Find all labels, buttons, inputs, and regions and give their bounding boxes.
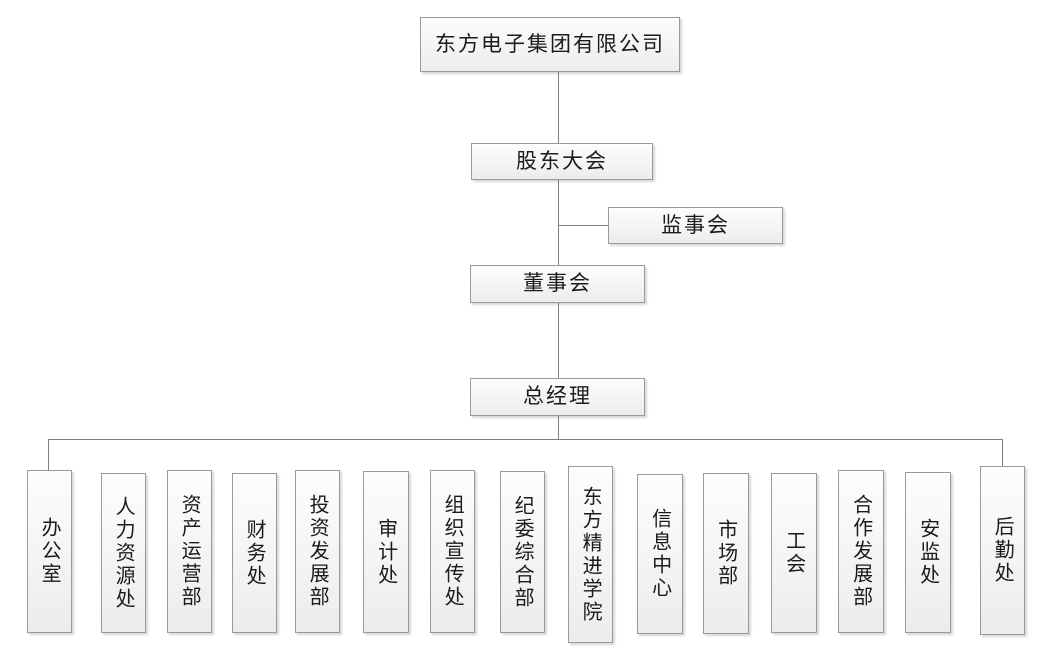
department-box-5[interactable]: 审计处 xyxy=(363,471,409,633)
department-box-3[interactable]: 财务处 xyxy=(232,473,277,633)
node-supervisors-label: 监事会 xyxy=(661,212,730,237)
node-directors[interactable]: 董事会 xyxy=(470,265,645,303)
connector-shareholders-to-directors xyxy=(558,180,559,265)
node-shareholders-label: 股东大会 xyxy=(516,148,608,173)
department-label: 资产运营部 xyxy=(178,494,203,609)
department-label: 投资发展部 xyxy=(306,494,331,609)
department-box-7[interactable]: 纪委综合部 xyxy=(500,471,545,633)
department-box-1[interactable]: 人力资源处 xyxy=(101,473,146,633)
node-company[interactable]: 东方电子集团有限公司 xyxy=(420,17,680,72)
node-general-manager[interactable]: 总经理 xyxy=(470,378,645,416)
node-shareholders[interactable]: 股东大会 xyxy=(471,143,653,180)
department-box-9[interactable]: 信息中心 xyxy=(637,474,683,634)
department-box-11[interactable]: 工会 xyxy=(771,473,817,633)
department-box-10[interactable]: 市场部 xyxy=(703,473,749,634)
department-label: 信息中心 xyxy=(648,508,673,600)
department-label: 市场部 xyxy=(714,519,739,588)
node-general-manager-label: 总经理 xyxy=(523,384,592,409)
department-box-2[interactable]: 资产运营部 xyxy=(167,470,212,633)
connector-bus-drop-right xyxy=(1002,439,1003,466)
department-box-14[interactable]: 后勤处 xyxy=(980,466,1025,635)
connector-manager-to-bus xyxy=(558,416,559,439)
department-label: 财务处 xyxy=(243,518,268,588)
department-box-4[interactable]: 投资发展部 xyxy=(295,470,340,633)
connector-directors-to-manager xyxy=(558,303,559,378)
connector-company-to-shareholders xyxy=(558,72,559,143)
department-label: 办公室 xyxy=(38,517,63,586)
department-box-12[interactable]: 合作发展部 xyxy=(838,470,884,633)
department-box-0[interactable]: 办公室 xyxy=(27,470,72,633)
department-box-8[interactable]: 东方精进学院 xyxy=(568,466,613,643)
department-label: 安监处 xyxy=(916,518,941,587)
department-label: 东方精进学院 xyxy=(579,485,604,624)
department-label: 后勤处 xyxy=(991,516,1016,585)
node-supervisors[interactable]: 监事会 xyxy=(608,207,783,244)
connector-spine-to-supervisors xyxy=(558,225,608,226)
node-company-label: 东方电子集团有限公司 xyxy=(435,31,665,56)
department-box-6[interactable]: 组织宣传处 xyxy=(430,470,475,633)
connector-bus-drop-left xyxy=(48,439,49,470)
department-label: 组织宣传处 xyxy=(441,494,466,609)
department-box-13[interactable]: 安监处 xyxy=(905,472,951,633)
department-label: 人力资源处 xyxy=(112,495,137,611)
department-label: 纪委综合部 xyxy=(511,494,536,610)
connector-department-bus xyxy=(48,439,1003,440)
node-directors-label: 董事会 xyxy=(523,271,592,296)
department-label: 审计处 xyxy=(374,517,399,587)
department-label: 工会 xyxy=(782,530,807,576)
department-label: 合作发展部 xyxy=(849,494,874,609)
